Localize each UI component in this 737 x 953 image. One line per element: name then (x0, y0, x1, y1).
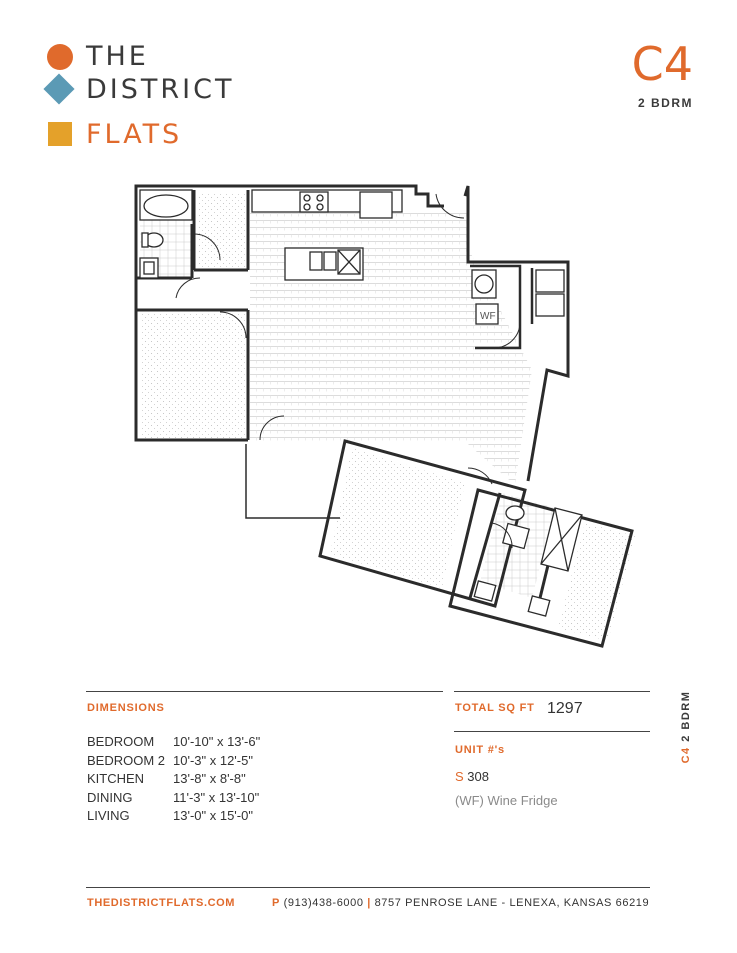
bath2-fixtures (473, 505, 583, 617)
bath-fixtures (139, 189, 193, 279)
dimension-row: DINING 11'-3" x 13'-10" (87, 789, 260, 808)
phone-number[interactable]: (913)438-6000 (283, 897, 364, 909)
wine-fridge-note: (WF) Wine Fridge (455, 793, 558, 808)
room-size: 11'-3" x 13'-10" (173, 789, 260, 805)
room-size: 10'-10" x 13'-6" (173, 734, 261, 749)
total-sqft-label: TOTAL SQ FT (455, 702, 535, 714)
total-sqft-value: 1297 (547, 700, 583, 717)
floor-plan: WF (134, 184, 635, 648)
wine-fridge-tag: WF (480, 311, 496, 322)
circle-mark-icon (47, 44, 73, 70)
brand-line-the: THE (86, 41, 149, 72)
summary-rule-top (454, 691, 650, 692)
laundry-fixtures (471, 269, 565, 325)
side-unit-code: C4 (680, 746, 692, 764)
unit-type: 2 BDRM (637, 96, 693, 110)
flooring-fills (140, 192, 635, 641)
website-link[interactable]: THEDISTRICTFLATS.COM (87, 897, 236, 909)
unit-prefix: S (455, 769, 464, 784)
brand-line-district: DISTRICT (86, 74, 235, 105)
unit-number: 308 (467, 769, 489, 784)
door-swings (175, 193, 521, 549)
brand-line-flats: FLATS (86, 119, 183, 150)
contact-line: P (913)438-6000 | 8757 PENROSE LANE - LE… (272, 897, 649, 909)
dimension-row: KITCHEN 13'-8" x 8'-8" (87, 770, 260, 789)
unit-numbers-label: UNIT #'s (455, 744, 505, 756)
unit-number-line: S 308 (455, 769, 489, 784)
room-name: DINING (87, 789, 133, 805)
room-name: BEDROOM 2 (87, 752, 166, 768)
dimension-row: BEDROOM 2 10'-3" x 12'-5" (87, 752, 260, 771)
room-name: LIVING (87, 808, 130, 823)
phone-prefix: P (272, 897, 280, 909)
dimension-row: LIVING 13'-0" x 15'-0" (87, 807, 260, 826)
room-size: 13'-8" x 8'-8" (173, 771, 246, 786)
dimensions-heading: DIMENSIONS (87, 702, 165, 714)
side-unit-label: C4 2 BDRM (676, 690, 696, 764)
kitchen-fixtures (251, 189, 403, 281)
dimensions-rule (86, 691, 443, 692)
footer-separator: | (367, 897, 371, 909)
room-name: KITCHEN (87, 771, 145, 786)
room-name: BEDROOM (87, 734, 155, 749)
footer-rule (86, 887, 650, 888)
side-unit-type: 2 BDRM (680, 690, 692, 742)
square-mark-icon (48, 122, 72, 146)
dimensions-table: BEDROOM 10'-10" x 13'-6" BEDROOM 2 10'-3" … (87, 733, 260, 826)
diamond-mark-icon (43, 73, 75, 105)
address: 8757 PENROSE LANE - LENEXA, KANSAS 66219 (374, 897, 650, 909)
unit-code: C4 (631, 37, 693, 91)
room-size: 10'-3" x 12'-5" (173, 752, 253, 768)
dimension-row: BEDROOM 10'-10" x 13'-6" (87, 733, 260, 752)
room-size: 13'-0" x 15'-0" (173, 808, 253, 823)
summary-rule-mid (454, 731, 650, 732)
